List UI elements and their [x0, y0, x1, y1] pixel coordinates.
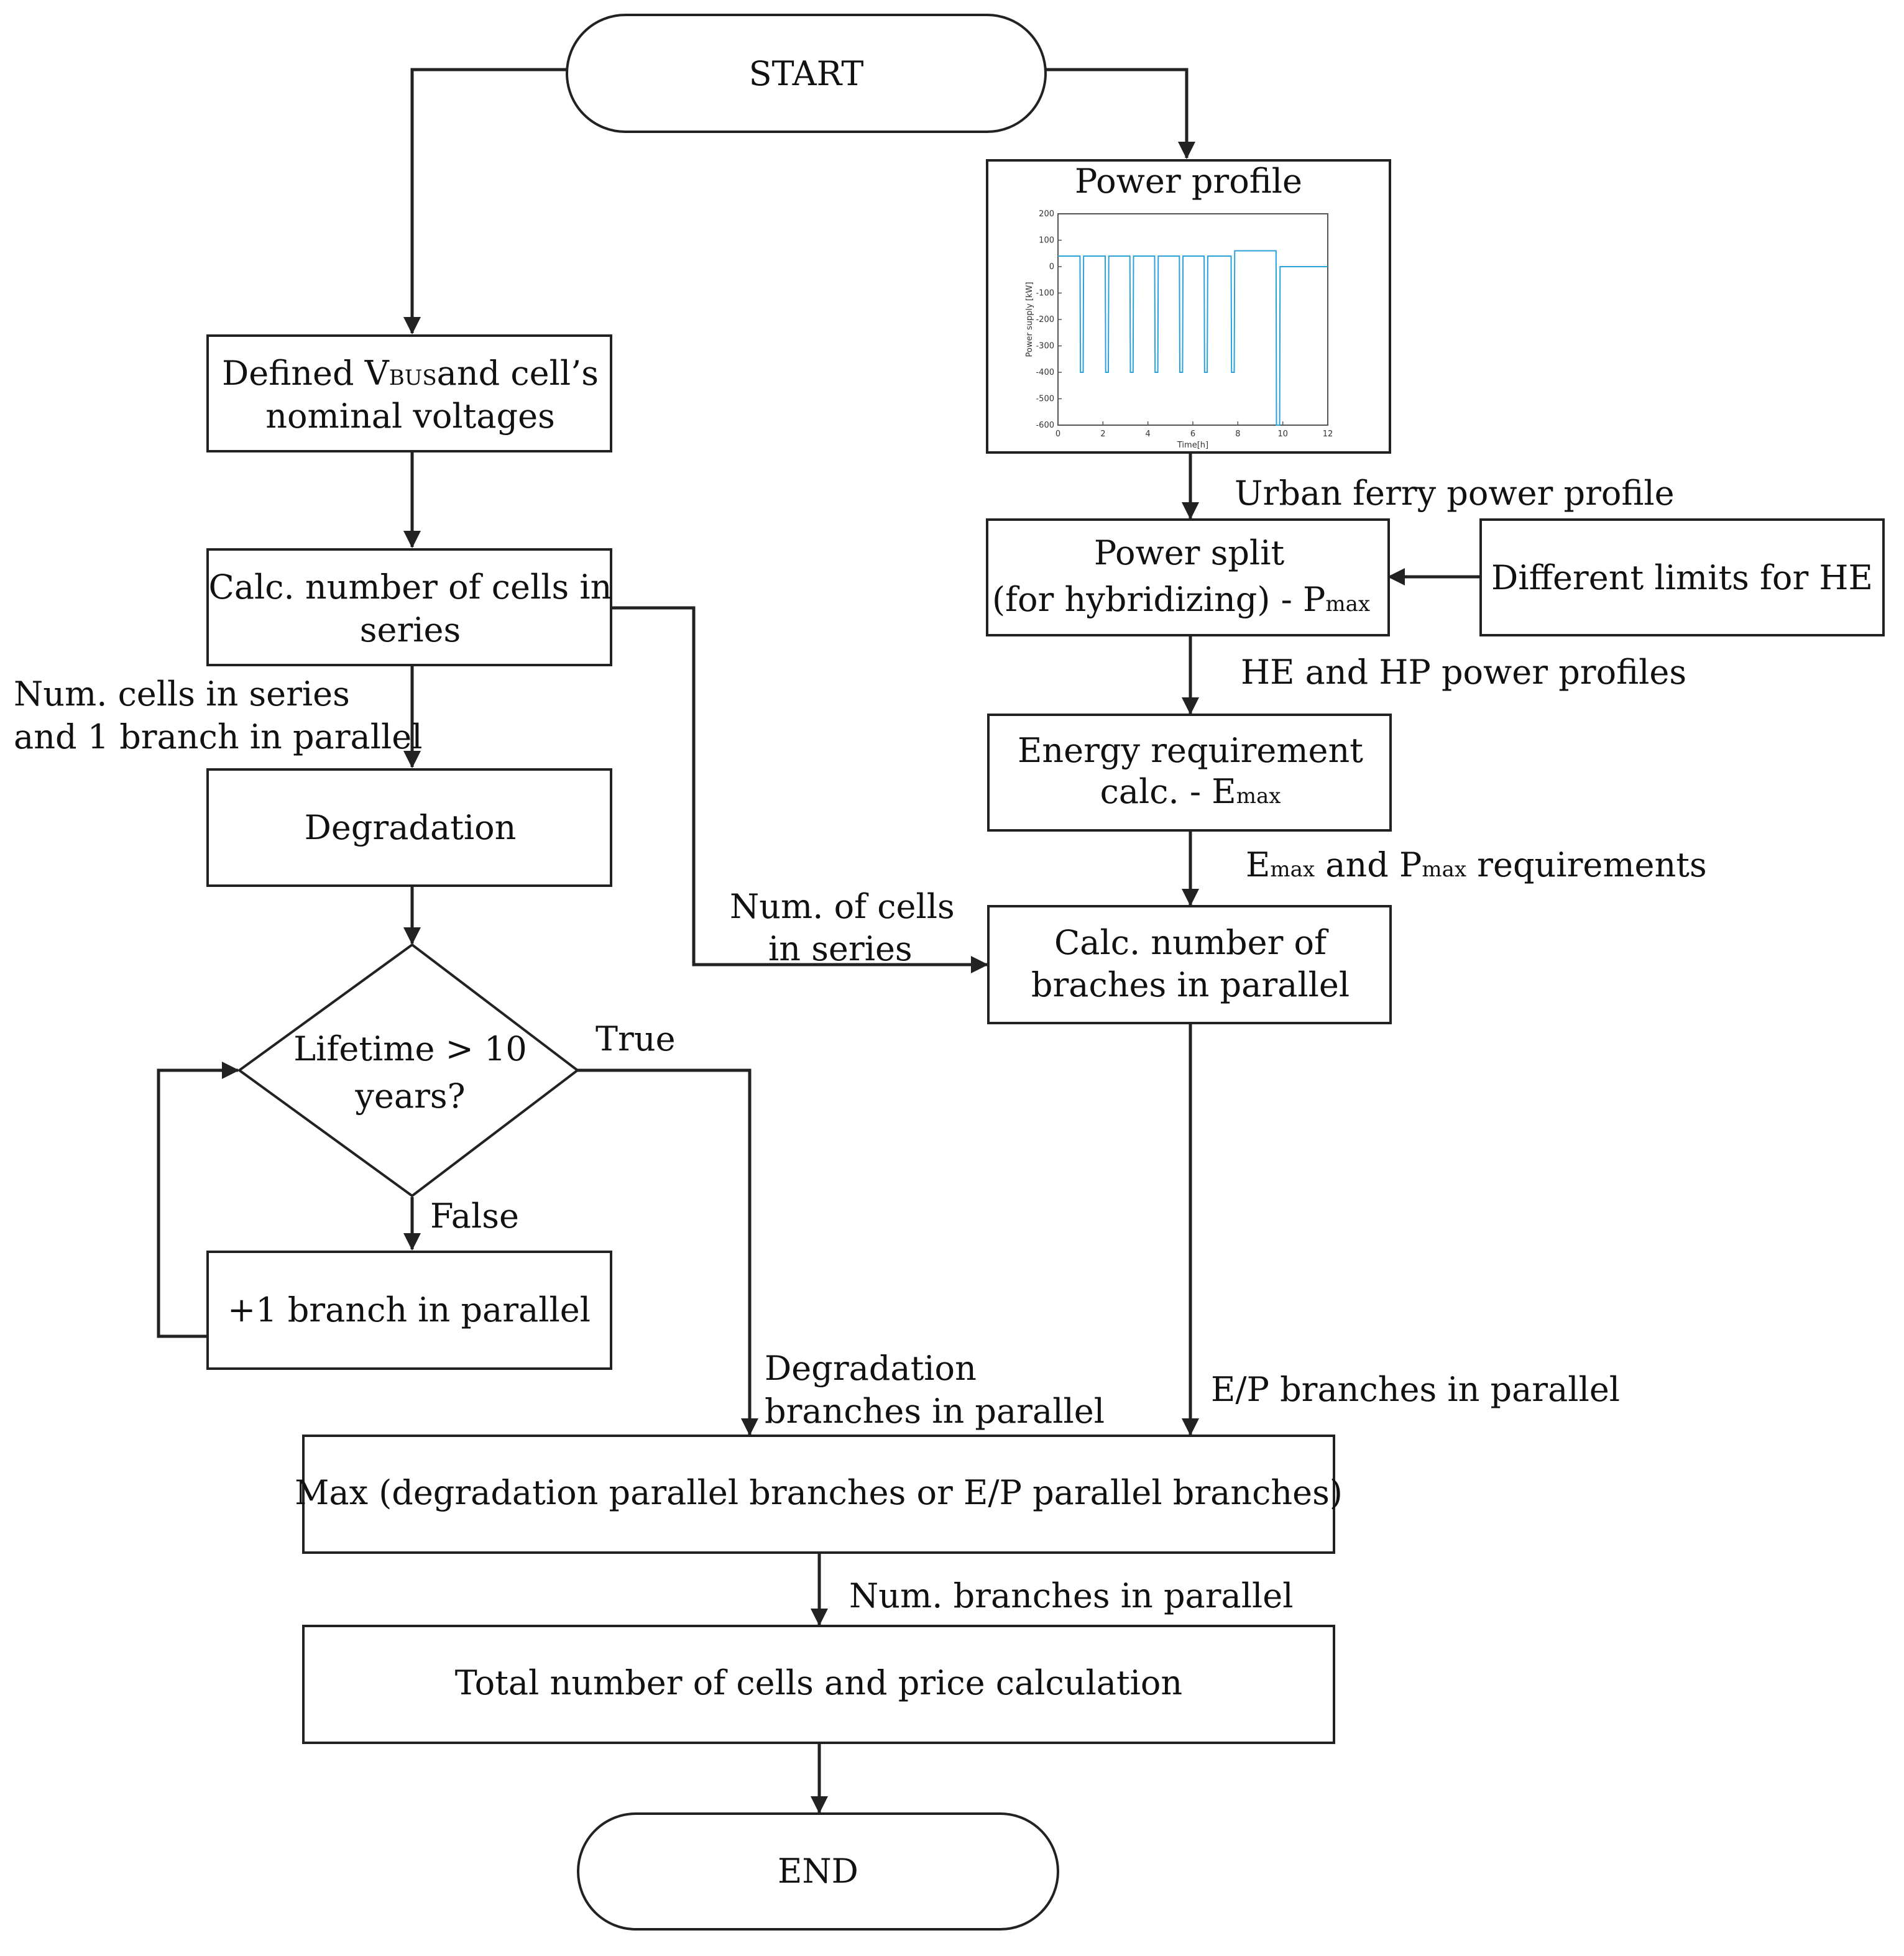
label-true: True	[596, 1019, 676, 1058]
max-box-label: Max (degradation parallel branches or E/…	[295, 1473, 1343, 1512]
chart-xtick-label: 8	[1235, 429, 1240, 439]
total-box-label: Total number of cells and price calculat…	[455, 1663, 1182, 1702]
label-num-branches-parallel: Num. branches in parallel	[849, 1576, 1294, 1615]
label-emax-tail: requirements	[1466, 845, 1707, 884]
chart-xlabel: Time[h]	[1177, 441, 1208, 450]
chart-xtick-label: 6	[1190, 429, 1195, 439]
label-false: False	[430, 1196, 519, 1236]
chart-ytick-label: -300	[1036, 342, 1054, 351]
total-box	[302, 1625, 1335, 1744]
connector-calc-series-to-calc-parallel	[611, 606, 988, 973]
calc-series-line1: Calc. number of cells in	[209, 567, 612, 607]
label-ep-branches: E/P branches in parallel	[1211, 1370, 1620, 1409]
label-num-cells-series-line2: and 1 branch in parallel	[14, 717, 423, 756]
chart-ytick-label: 100	[1039, 236, 1054, 246]
label-emax-sub: max	[1270, 857, 1315, 882]
power-split-subscript: max	[1325, 592, 1370, 617]
calc-parallel-box	[987, 905, 1392, 1024]
defined-vbus-suffix: and cell’s	[437, 354, 599, 393]
power-profile-chart: 200 100 0 -100 -200 -300 -400 -500 -600 0 2 4 6 8 10 1…	[1025, 209, 1333, 450]
chart-plot-frame	[1057, 213, 1328, 426]
label-num-of-cells-line1: Num. of cells	[730, 887, 955, 926]
chart-xtick-label: 2	[1100, 429, 1105, 439]
label-num-of-cells-line2: in series	[768, 929, 913, 968]
connector-start-to-defined-vbus	[403, 68, 567, 334]
defined-vbus-box	[206, 334, 612, 452]
connector-lines	[157, 68, 1481, 1814]
calc-series-box	[206, 548, 612, 666]
power-profile-title: Power profile	[1075, 162, 1302, 201]
chart-xtick-label: 10	[1277, 429, 1288, 439]
energy-req-box	[987, 714, 1392, 832]
defined-vbus-line2: nominal voltages	[265, 397, 555, 436]
connector-lifetime-true-to-max	[577, 1068, 758, 1436]
lifetime-decision	[237, 943, 580, 1198]
label-urban-ferry: Urban ferry power profile	[1235, 474, 1675, 513]
connector-start-to-power-profile	[1046, 68, 1195, 159]
label-degradation-branches-line2: branches in parallel	[765, 1392, 1105, 1431]
chart-ytick-label: 0	[1049, 262, 1054, 272]
power-split-box	[986, 518, 1390, 636]
label-degradation-branches-line1: Degradation	[765, 1349, 977, 1388]
chart-ytick-label: -500	[1036, 395, 1054, 404]
end-label: END	[778, 1852, 858, 1891]
energy-req-line1: Energy requirement	[1018, 731, 1363, 770]
defined-vbus-prefix: Defined V	[222, 354, 390, 393]
power-split-line2-text: (for hybridizing) - P	[992, 580, 1325, 619]
start-terminal	[566, 14, 1047, 133]
label-emax-pmax: Emax and Pmax requirements	[1246, 845, 1707, 884]
lifetime-line2: years?	[354, 1077, 465, 1116]
calc-series-line2: series	[360, 610, 461, 650]
end-terminal	[577, 1812, 1059, 1931]
degradation-box	[206, 768, 612, 887]
plus-branch-label: +1 branch in parallel	[228, 1290, 591, 1329]
chart-ytick-label: -600	[1036, 421, 1054, 430]
chart-ytick-label: -100	[1036, 289, 1054, 298]
energy-req-line2: calc. - Emax	[1100, 772, 1281, 811]
chart-series-line-0	[1058, 250, 1328, 426]
label-emax-e: E	[1246, 845, 1270, 884]
chart-xtick-label: 0	[1055, 429, 1060, 439]
start-label: START	[749, 54, 864, 93]
plus-branch-box	[206, 1251, 612, 1370]
power-split-line1: Power split	[1094, 533, 1285, 572]
calc-parallel-line2: braches in parallel	[1031, 965, 1350, 1004]
chart-ytick-label: -200	[1036, 315, 1054, 324]
defined-vbus-subscript: BUS	[389, 365, 437, 390]
lifetime-line1: Lifetime > 10	[293, 1029, 527, 1068]
power-split-line2: (for hybridizing) - Pmax	[992, 580, 1370, 619]
max-box	[302, 1435, 1335, 1554]
chart-ylabel: Power supply [kW]	[1025, 282, 1034, 357]
defined-vbus-line1: Defined VBUSand cell’s	[222, 354, 599, 393]
label-num-cells-series-line1: Num. cells in series	[14, 674, 350, 714]
degradation-label: Degradation	[305, 808, 517, 847]
label-pmax-sub: max	[1422, 857, 1466, 882]
chart-ytick-label: 200	[1039, 209, 1054, 219]
energy-req-subscript: max	[1236, 784, 1281, 809]
chart-xtick-label: 12	[1323, 429, 1333, 439]
connector-loop-back	[157, 1062, 239, 1338]
label-emax-mid: and P	[1315, 845, 1422, 884]
calc-parallel-line1: Calc. number of	[1054, 923, 1329, 962]
energy-req-line2-text: calc. - E	[1100, 772, 1236, 811]
different-limits-box	[1479, 518, 1885, 636]
different-limits-label: Different limits for HE	[1491, 558, 1873, 597]
chart-xtick-label: 4	[1146, 429, 1151, 439]
chart-ytick-label: -400	[1036, 368, 1054, 377]
label-he-hp-profiles: HE and HP power profiles	[1241, 653, 1686, 692]
